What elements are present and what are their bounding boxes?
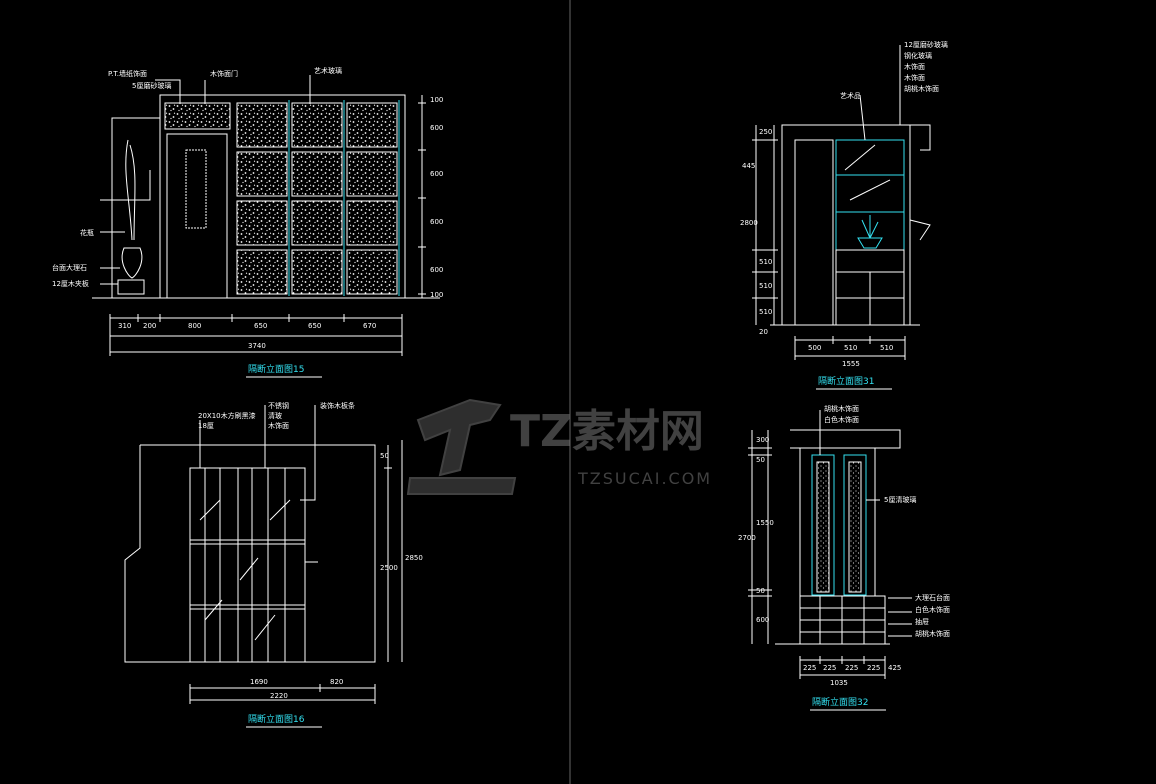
elev16-note-0: 20X10木方刷黑漆 (198, 411, 256, 420)
brand-logo-icon (406, 398, 517, 495)
elev32-note-4: 白色木饰面 (915, 605, 950, 614)
elev32-dim-b-1: 225 (823, 664, 836, 672)
elev32-dim-b-2: 225 (845, 664, 858, 672)
elev32-dim-b-4: 425 (888, 664, 901, 672)
elev15-note-3: 花瓶 (80, 228, 94, 237)
transom-panel (164, 102, 231, 130)
elev16-dim-b-0: 1690 (250, 678, 268, 686)
elev16-dim-b-1: 820 (330, 678, 343, 686)
elev31-note-2: 木饰面 (904, 62, 925, 71)
elev32-dim-l-4: 50 (756, 587, 765, 595)
elev31-dim-l-2: 2800 (740, 219, 758, 227)
elev32-title: 隔断立面图32 (812, 696, 868, 708)
elev16-note-3: 清玻 (268, 411, 282, 420)
elev15-dim-b-3: 650 (254, 322, 267, 330)
elev15-dim-r-0: 100 (430, 96, 443, 104)
elevation-32 (748, 410, 912, 679)
elev15-dim-b-4: 650 (308, 322, 321, 330)
elev16-dim-r-0: 50 (380, 452, 389, 460)
stone-panel-grid (236, 102, 398, 295)
elev15-dim-r-4: 600 (430, 266, 443, 274)
elev32-dim-l-2: 2700 (738, 534, 756, 542)
elev31-dim-l-7: 20 (759, 328, 768, 336)
elev31-dim-l-5: 510 (759, 282, 772, 290)
elev15-dim-b-0: 310 (118, 322, 131, 330)
elev31-dim-b-2: 510 (880, 344, 893, 352)
elev32-dim-l-1: 50 (756, 456, 765, 464)
elev15-dim-b-1: 200 (143, 322, 156, 330)
elev31-dim-total: 1555 (842, 360, 860, 368)
elev32-dim-b-0: 225 (803, 664, 816, 672)
elev32-dim-l-5: 600 (756, 616, 769, 624)
elev15-dim-total: 3740 (248, 342, 266, 350)
elev32-dim-total: 1035 (830, 679, 848, 687)
elev31-dim-l-0: 250 (759, 128, 772, 136)
elev15-note-1: 5厘磨砂玻璃 (132, 81, 171, 90)
elev15-note-6: 艺术玻璃 (314, 66, 342, 75)
elev31-note-3: 木饰面 (904, 73, 925, 82)
elev32-note-3: 大理石台面 (915, 593, 950, 602)
elev31-dim-l-6: 510 (759, 308, 772, 316)
elev31-dim-b-0: 500 (808, 344, 821, 352)
elev31-title: 隔断立面图31 (818, 375, 874, 387)
elev15-note-4: 台面大理石 (52, 263, 87, 272)
elevation-16 (124, 405, 403, 704)
elev32-note-6: 胡桃木饰面 (915, 629, 950, 638)
elev15-dim-r-2: 600 (430, 170, 443, 178)
brand-name-cn: TZ素材网 (510, 406, 704, 457)
elev15-note-0: P.T.墙纸饰面 (108, 69, 147, 78)
elev15-dim-r-1: 600 (430, 124, 443, 132)
elev31-dim-l-1: 445 (742, 162, 755, 170)
elev16-dim-total: 2220 (270, 692, 288, 700)
elev31-dim-l-4: 510 (759, 258, 772, 266)
elev15-dim-b-5: 670 (363, 322, 376, 330)
elev31-note-0: 12厘磨砂玻璃 (904, 40, 948, 49)
elev15-title: 隔断立面图15 (248, 363, 304, 375)
elev16-title: 隔断立面图16 (248, 713, 305, 725)
elev32-note-5: 抽屉 (915, 617, 929, 626)
watermark: TZ素材网 TZSUCAI.COM (406, 398, 712, 495)
elev32-dim-l-3: 1550 (756, 519, 774, 527)
elev16-dim-r-1: 2500 (380, 564, 398, 572)
elev16-dim-r-2: 2850 (405, 554, 423, 562)
elevation-31 (752, 45, 931, 360)
elev32-note-0: 胡桃木饰面 (824, 404, 859, 413)
elev32-dim-b-3: 225 (867, 664, 880, 672)
elev31-dim-b-1: 510 (844, 344, 857, 352)
elev31-note-5: 艺术品 (840, 91, 861, 100)
elevation-15 (92, 75, 440, 356)
elev32-note-2: 5厘清玻璃 (884, 495, 916, 504)
elev16-note-2: 不锈钢 (268, 401, 289, 410)
elev16-note-4: 木饰面 (268, 421, 289, 430)
elev16-note-5: 装饰木板条 (320, 401, 355, 410)
elev15-note-5: 12厘木夹板 (52, 279, 89, 288)
elev32-note-1: 白色木饰面 (824, 415, 859, 424)
elev15-dim-r-7: 100 (430, 291, 443, 299)
elev32-dim-l-0: 300 (756, 436, 769, 444)
elev15-dim-r-3: 600 (430, 218, 443, 226)
brand-name-en: TZSUCAI.COM (577, 469, 712, 488)
elev16-note-1: 18厘 (198, 422, 214, 430)
elev15-dim-b-2: 800 (188, 322, 201, 330)
elev31-note-4: 胡桃木饰面 (904, 84, 939, 93)
elev15-note-2: 木饰面门 (210, 69, 238, 78)
elev31-note-1: 钢化玻璃 (904, 51, 932, 60)
